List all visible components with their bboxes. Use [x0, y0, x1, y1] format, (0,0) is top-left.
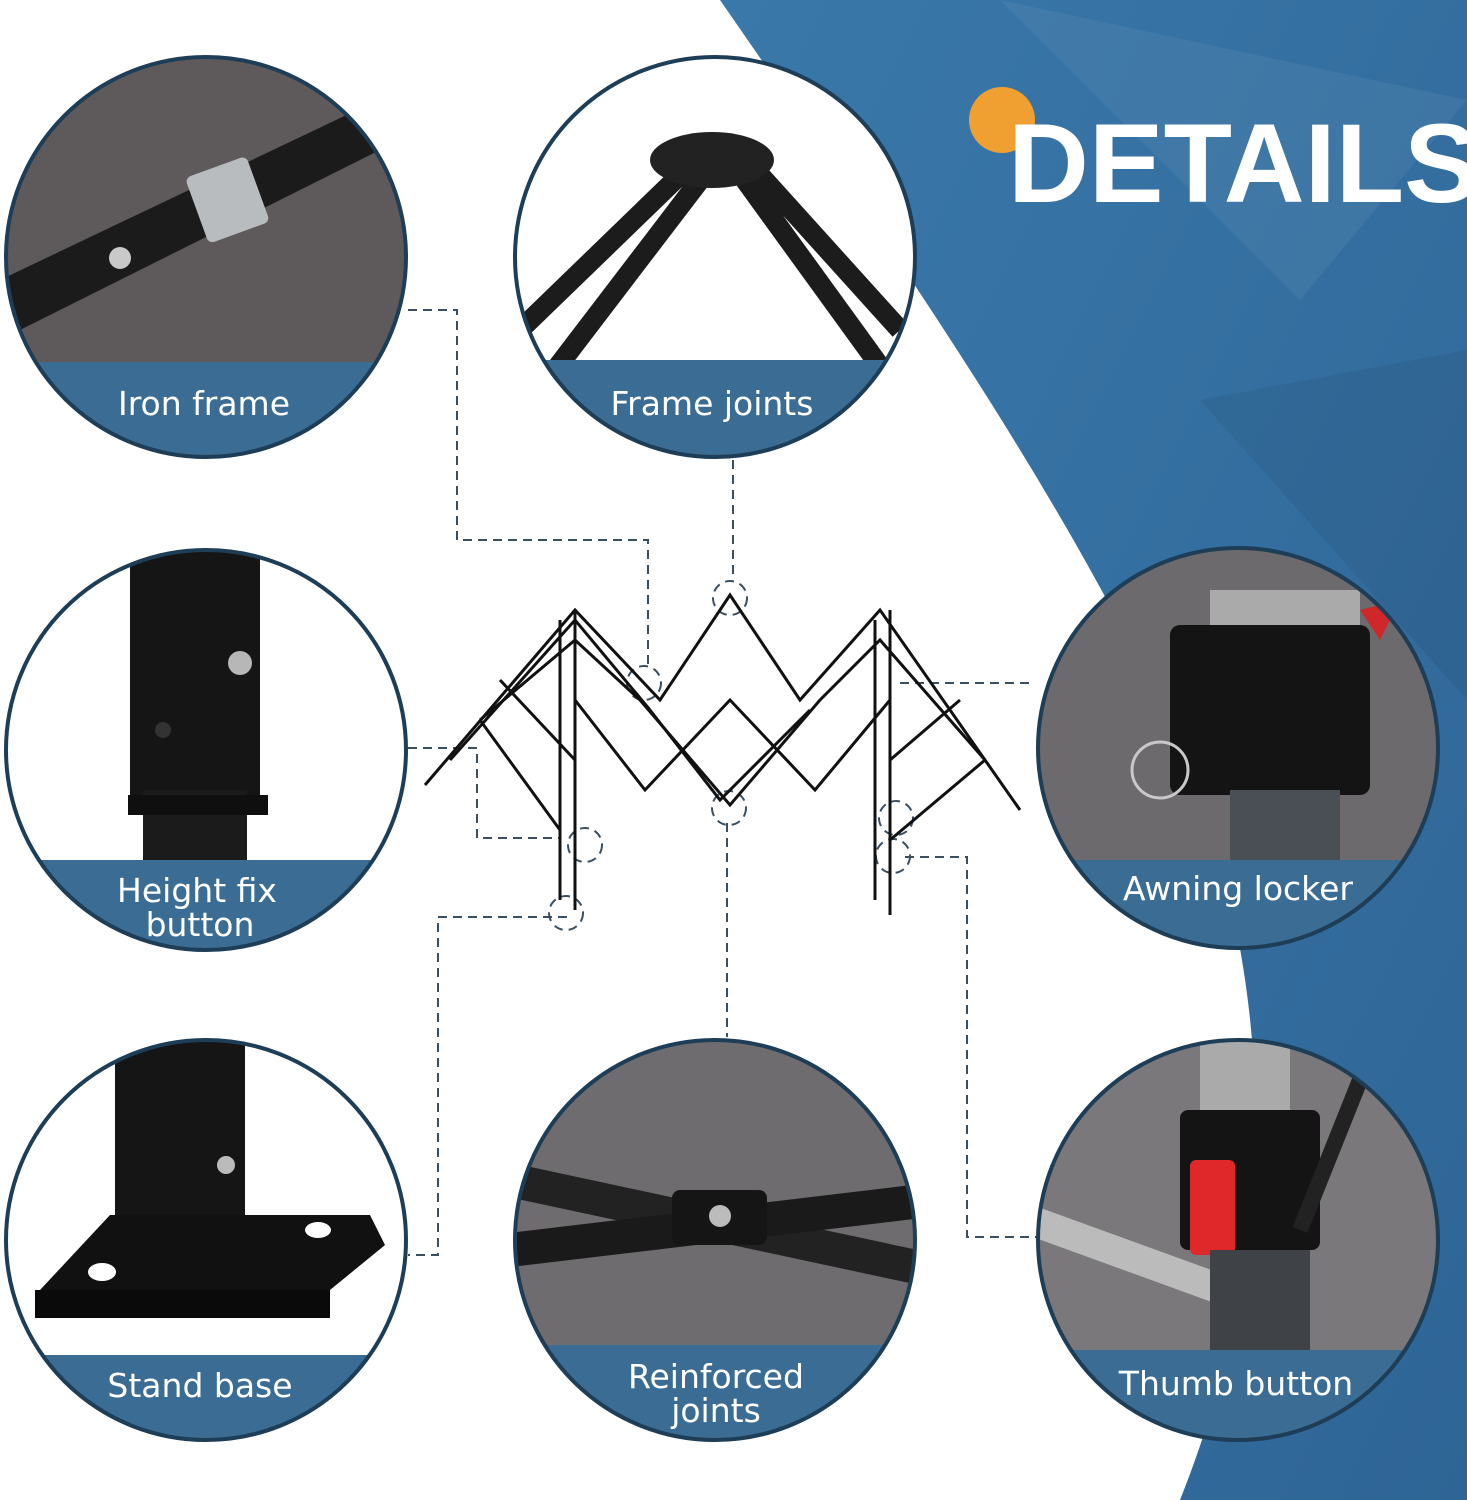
page-title: DETAILS [1008, 101, 1467, 226]
feature-label: Stand base [107, 1366, 292, 1405]
feature-label-line1: Reinforced [628, 1357, 804, 1396]
feature-label-line2: button [146, 905, 255, 944]
feature-label-line1: Height fix [117, 871, 277, 910]
feature-label-line2: joints [670, 1391, 761, 1430]
orange-dot [969, 87, 1035, 153]
feature-height-fix-button: Height fix button [4, 548, 408, 952]
feature-reinforced-joints: Reinforced joints [513, 1038, 917, 1442]
feature-iron-frame: Iron frame [4, 55, 408, 459]
feature-label: Frame joints [611, 384, 814, 423]
feature-awning-locker: Awning locker [1036, 546, 1440, 950]
feature-label: Awning locker [1123, 869, 1353, 908]
feature-thumb-button: Thumb button [1036, 1038, 1440, 1442]
feature-label: Thumb button [1118, 1364, 1353, 1403]
feature-stand-base: Stand base [4, 1038, 408, 1442]
feature-label: Iron frame [118, 384, 290, 423]
canopy-frame-illustration [423, 592, 1022, 915]
